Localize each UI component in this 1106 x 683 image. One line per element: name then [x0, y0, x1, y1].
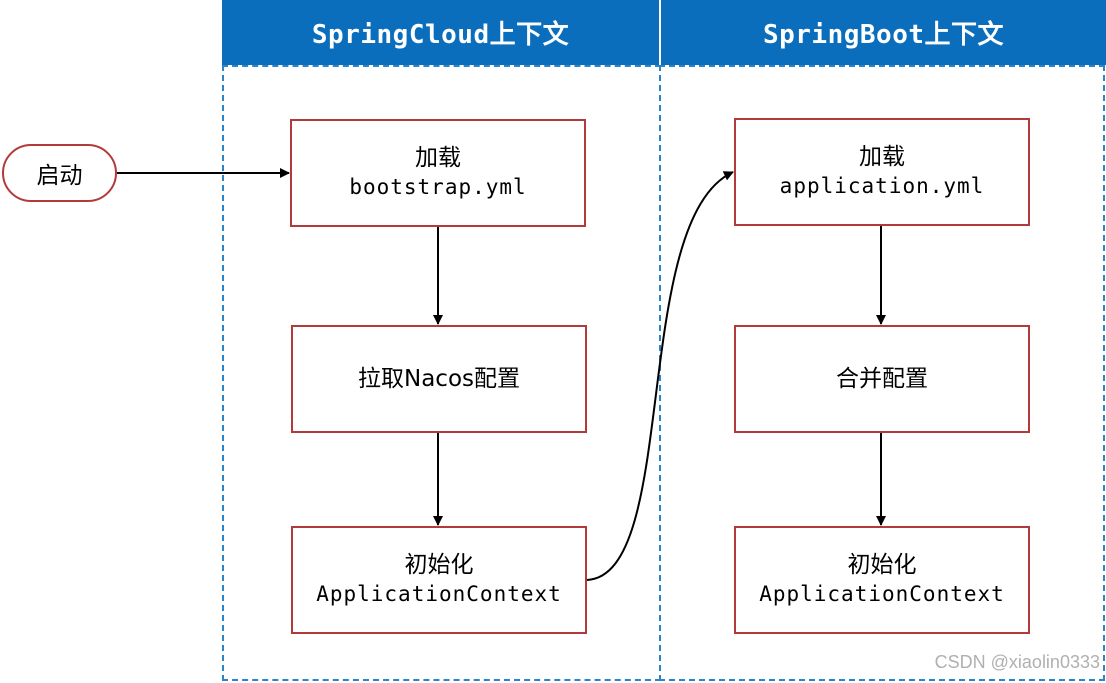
load-bootstrap-line1: 加载: [415, 145, 461, 171]
load-bootstrap-yml-box: 加载 bootstrap.yml: [290, 119, 586, 227]
init-cloud-line1: 初始化: [404, 552, 474, 578]
springcloud-context-header: SpringCloud上下文: [222, 0, 659, 65]
load-application-line1: 加载: [859, 144, 905, 170]
load-application-line2: application.yml: [779, 174, 985, 198]
init-boot-line2: ApplicationContext: [759, 582, 1005, 606]
init-cloud-line2: ApplicationContext: [316, 582, 562, 606]
merge-config-box: 合并配置: [734, 325, 1030, 433]
start-label: 启动: [36, 163, 83, 189]
merge-config-label: 合并配置: [836, 365, 928, 392]
load-bootstrap-line2: bootstrap.yml: [349, 175, 527, 199]
springcloud-context-title: SpringCloud上下文: [311, 20, 570, 50]
springboot-context-header: SpringBoot上下文: [661, 0, 1106, 65]
springboot-context-title: SpringBoot上下文: [762, 20, 1005, 50]
csdn-watermark: CSDN @xiaolin0333: [934, 652, 1100, 672]
pull-nacos-config-label: 拉取Nacos配置: [358, 365, 520, 392]
init-cloud-appcontext-box: 初始化 ApplicationContext: [291, 526, 587, 634]
start-node: 启动: [2, 144, 117, 202]
pull-nacos-config-box: 拉取Nacos配置: [291, 325, 587, 433]
init-boot-appcontext-box: 初始化 ApplicationContext: [734, 526, 1030, 634]
load-application-yml-box: 加载 application.yml: [734, 118, 1030, 226]
init-boot-line1: 初始化: [847, 552, 917, 578]
